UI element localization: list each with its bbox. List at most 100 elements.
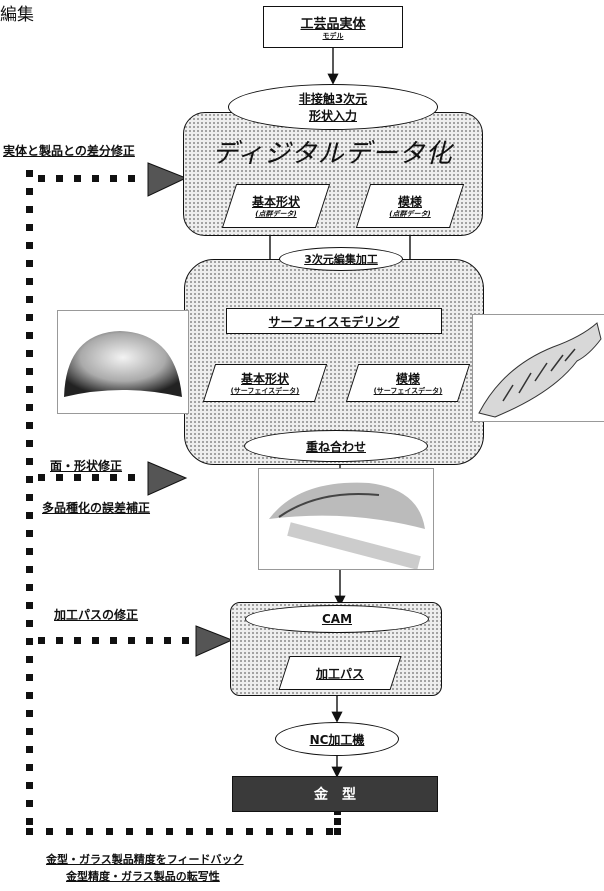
surface-fix-label: 面・形状修正: [50, 459, 123, 473]
feedback-dot-left: [26, 548, 33, 555]
basic-shape2-box: 基本形状 (サーフェイスデータ): [202, 364, 328, 402]
scan-oval: 非接触3次元 形状入力: [228, 84, 438, 130]
feedback-arrow-digital: [147, 162, 188, 197]
basic-shape-sub: (点群データ): [255, 210, 297, 218]
feedback-dot-top-row: [74, 175, 81, 182]
feedback-dot-mid-row: [56, 474, 63, 481]
feedback-dot-bottom: [106, 828, 113, 835]
feedback-dot-bottom: [286, 828, 293, 835]
feedback-dot-cam-row: [128, 637, 135, 644]
feedback-dot-left: [26, 494, 33, 501]
feedback-dot-left: [26, 656, 33, 663]
bottom-caption-line1: 金型・ガラス製品精度をフィードバック: [46, 853, 244, 866]
diff-fix-label: 実体と製品との差分修正: [3, 144, 135, 158]
feedback-dot-riser: [334, 828, 341, 835]
feedback-dot-cam-row: [110, 637, 117, 644]
feedback-dot-left: [26, 764, 33, 771]
feedback-dot-bottom: [246, 828, 253, 835]
feedback-dot-top-row: [56, 175, 63, 182]
feedback-dot-left: [26, 674, 33, 681]
model-box: 工芸品実体 モデル: [263, 6, 403, 48]
feedback-dot-left: [26, 188, 33, 195]
feedback-dot-left: [26, 818, 33, 825]
feedback-dot-left: [26, 476, 33, 483]
feedback-dot-left: [26, 530, 33, 537]
feedback-dot-left: [26, 692, 33, 699]
feedback-dot-left: [26, 584, 33, 591]
fish-image-right: [472, 314, 604, 422]
feedback-dot-top-row: [128, 175, 135, 182]
feedback-dot-left: [26, 566, 33, 573]
scan-line1: 非接触3次元: [298, 92, 368, 106]
feedback-dot-mid-row: [128, 474, 135, 481]
feedback-dot-left: [26, 224, 33, 231]
feedback-dot-left: [26, 638, 33, 645]
feedback-dot-left: [26, 332, 33, 339]
feedback-dot-left: [26, 404, 33, 411]
feedback-dot-left: [26, 242, 33, 249]
feedback-dot-left: [26, 386, 33, 393]
feedback-dot-mid-row: [74, 474, 81, 481]
nc-label: NC加工機: [309, 732, 365, 747]
mold-box: 金 型: [232, 776, 438, 812]
dome-image-left: [57, 310, 189, 414]
overlay-label: 重ね合わせ: [305, 439, 366, 454]
feedback-dot-bottom: [186, 828, 193, 835]
feedback-dot-cam-row: [56, 637, 63, 644]
feedback-arrow-cam: [195, 625, 234, 657]
feedback-dot-bottom: [206, 828, 213, 835]
digital-title: ディジタルデータ化: [212, 139, 453, 169]
feedback-dot-left: [26, 368, 33, 375]
pattern2-label: 模様: [395, 372, 420, 386]
feedback-dot-left: [26, 512, 33, 519]
basic-shape2-sub: (サーフェイスデータ): [230, 387, 300, 395]
feedback-dot-left: [26, 746, 33, 753]
model-sub: モデル: [322, 32, 344, 40]
pattern-label: 模様: [397, 195, 422, 209]
toolpath-label: 加工パス: [315, 666, 364, 681]
feedback-dot-bottom: [306, 828, 313, 835]
feedback-dot-left: [26, 602, 33, 609]
feedback-dot-left: [26, 458, 33, 465]
feedback-dot-bottom: [266, 828, 273, 835]
cam-label: CAM: [321, 612, 353, 626]
pattern-sub: (点群データ): [389, 210, 431, 218]
edit3d-oval: 3次元編集加工: [279, 247, 403, 271]
feedback-dot-left: [26, 170, 33, 177]
mold-label: 金 型: [314, 787, 356, 803]
feedback-dot-mid-row: [38, 474, 45, 481]
model-title: 工芸品実体: [300, 17, 366, 32]
feedback-dot-bottom: [326, 828, 333, 835]
nc-oval: NC加工機: [275, 722, 399, 756]
feedback-dot-bottom: [146, 828, 153, 835]
feedback-dot-bottom: [46, 828, 53, 835]
pattern2-box: 模様 (サーフェイスデータ): [345, 364, 471, 402]
edit3d-label: 3次元編集加工: [304, 253, 378, 266]
feedback-dot-bottom: [86, 828, 93, 835]
header-fragment: 編集: [0, 5, 34, 25]
feedback-dot-cam-row: [146, 637, 153, 644]
feedback-dot-left: [26, 782, 33, 789]
feedback-dot-left: [26, 278, 33, 285]
cam-oval: CAM: [245, 605, 429, 633]
feedback-dot-left: [26, 296, 33, 303]
feedback-dot-left: [26, 728, 33, 735]
feedback-dot-cam-row: [74, 637, 81, 644]
feedback-arrow-overlay: [147, 461, 188, 496]
surface-modeling-label: サーフェイスモデリング: [268, 314, 400, 329]
pattern2-sub: (サーフェイスデータ): [373, 387, 443, 395]
error-fix-label: 多品種化の誤差補正: [42, 501, 151, 515]
feedback-dot-left: [26, 800, 33, 807]
feedback-dot-left: [26, 620, 33, 627]
surface-modeling-box: サーフェイスモデリング: [226, 308, 442, 334]
feedback-dot-riser: [334, 818, 341, 825]
feedback-dot-bottom: [226, 828, 233, 835]
feedback-dot-bottom: [26, 828, 33, 835]
feedback-dot-top-row: [92, 175, 99, 182]
path-fix-label: 加工パスの修正: [54, 608, 139, 622]
feedback-dot-left: [26, 710, 33, 717]
feedback-dot-bottom: [166, 828, 173, 835]
basic-shape2-label: 基本形状: [240, 372, 289, 386]
bottom-caption-line2: 金型精度・ガラス製品の転写性: [66, 870, 220, 883]
feedback-dot-cam-row: [182, 637, 189, 644]
